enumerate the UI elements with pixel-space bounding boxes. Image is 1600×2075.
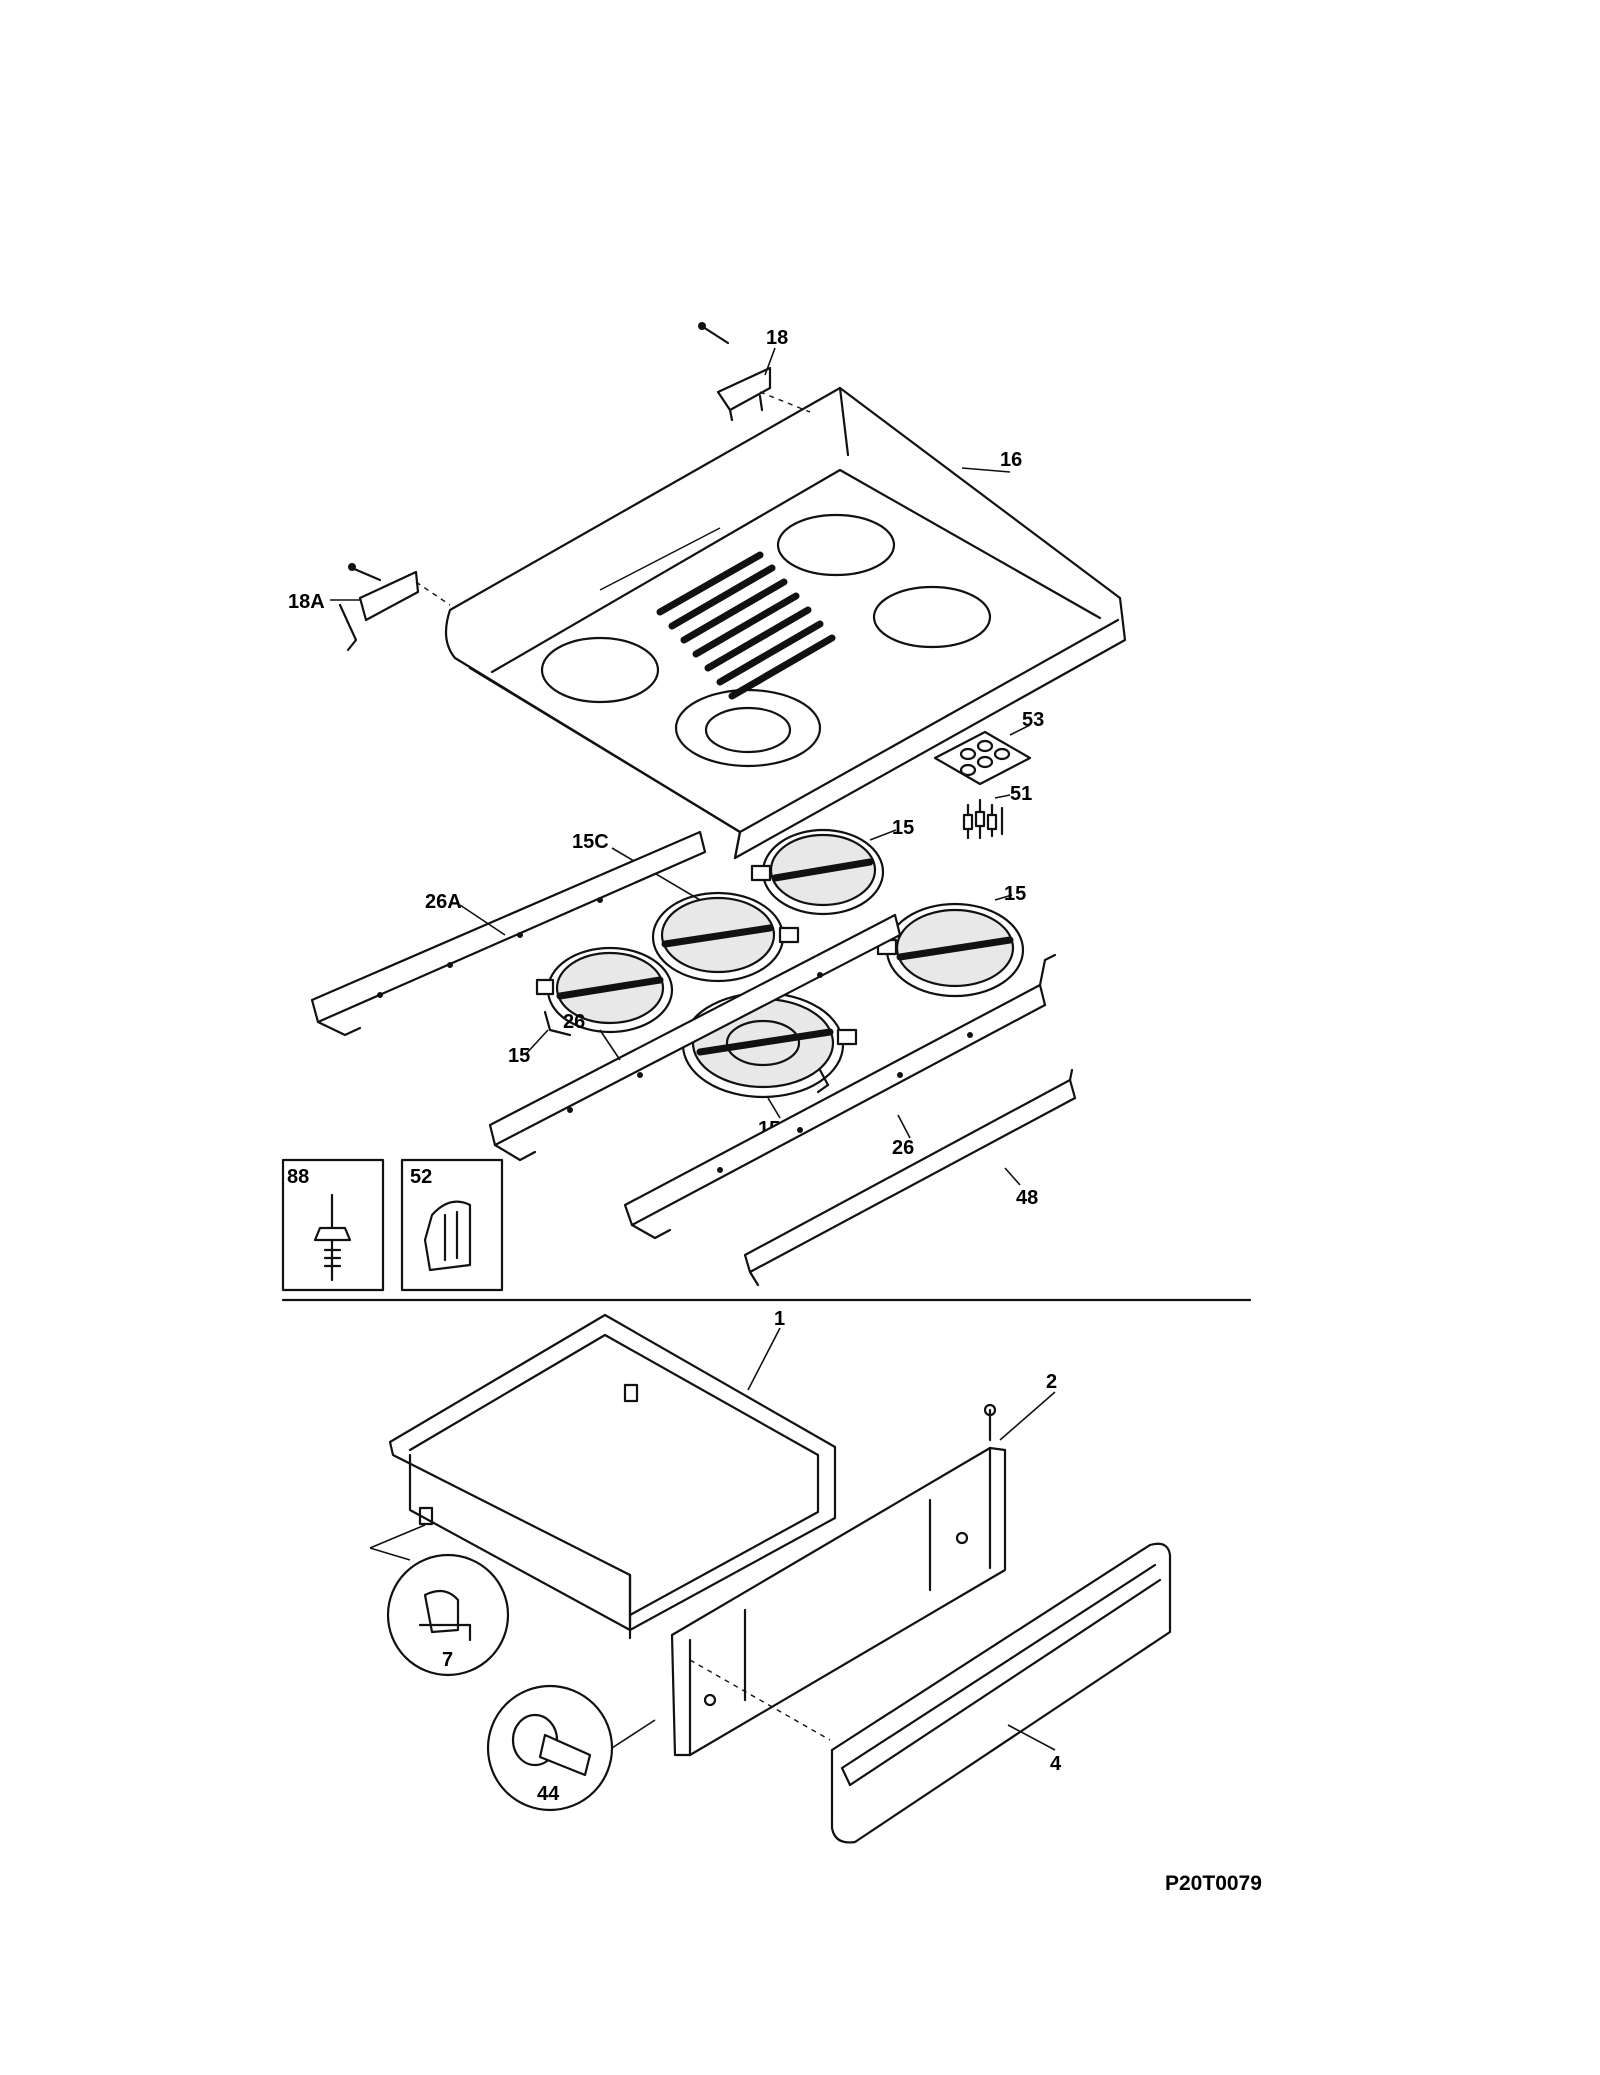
label-18a: 18A: [288, 591, 325, 613]
inset-88-stud[interactable]: [281, 1158, 385, 1292]
inset-52-clip[interactable]: [400, 1158, 504, 1292]
label-15-left: 15: [508, 1045, 530, 1067]
label-26-right: 26: [892, 1137, 914, 1159]
label-48: 48: [1016, 1187, 1038, 1209]
bracket-26-right[interactable]: [623, 953, 1057, 1240]
element-15-right[interactable]: [876, 902, 1025, 998]
label-7: 7: [442, 1649, 453, 1671]
bracket-26-left[interactable]: [488, 913, 902, 1162]
label-4: 4: [1050, 1753, 1062, 1775]
label-15-top: 15: [892, 817, 914, 839]
bracket-26a[interactable]: [310, 830, 707, 1037]
callout-7-drawer-stop[interactable]: [386, 1553, 510, 1677]
cooktop-16[interactable]: [444, 386, 1127, 860]
label-1: 1: [774, 1308, 785, 1330]
label-53: 53: [1022, 709, 1044, 731]
hinge-18a[interactable]: [338, 563, 420, 652]
label-52: 52: [410, 1166, 432, 1188]
terminals-51[interactable]: [962, 798, 1004, 840]
terminal-block-53[interactable]: [933, 730, 1032, 786]
hinge-18[interactable]: [698, 322, 772, 422]
label-26a: 26A: [425, 891, 462, 913]
label-15c: 15C: [572, 831, 609, 853]
label-2: 2: [1046, 1371, 1057, 1393]
element-15c[interactable]: [651, 891, 800, 983]
label-18: 18: [766, 327, 788, 349]
rail-48[interactable]: [743, 1068, 1077, 1287]
drawer-front-4[interactable]: [830, 1542, 1172, 1844]
drawer-panel-2[interactable]: [670, 1403, 1007, 1757]
label-26-left: 26: [563, 1011, 585, 1033]
label-44: 44: [537, 1783, 560, 1805]
label-88: 88: [287, 1166, 309, 1188]
element-15-top[interactable]: [750, 828, 885, 916]
element-15a[interactable]: [681, 991, 858, 1099]
element-15-left[interactable]: [535, 946, 674, 1037]
drawer-1[interactable]: [388, 1313, 837, 1640]
label-16: 16: [1000, 449, 1022, 471]
label-15-right: 15: [1004, 883, 1026, 905]
label-51: 51: [1010, 783, 1032, 805]
diagram-code: P20T0079: [1165, 1872, 1262, 1895]
